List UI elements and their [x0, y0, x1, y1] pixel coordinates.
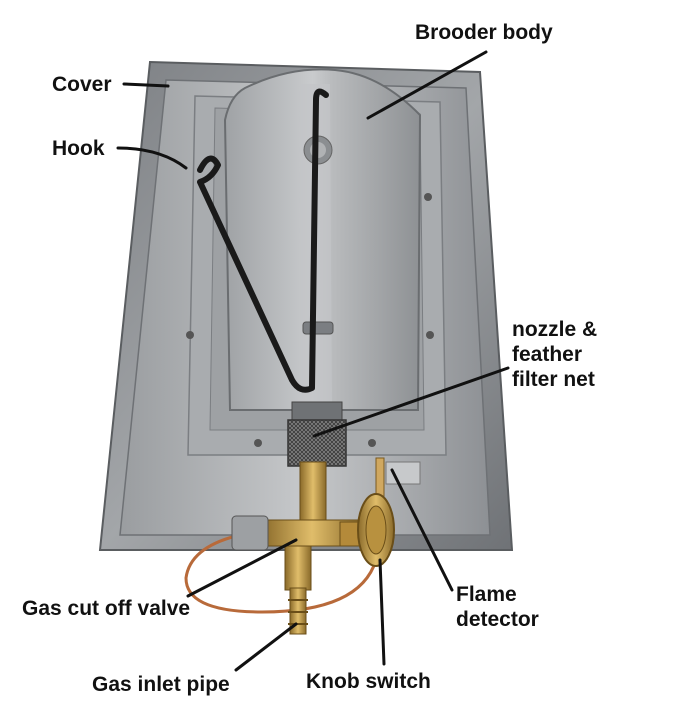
label-nozzle-filter-net: nozzle & feather filter net: [512, 318, 598, 391]
label-gas-cut-off-valve: Gas cut off valve: [22, 597, 191, 620]
hook: [197, 88, 329, 393]
leader-hook: [116, 146, 188, 170]
label-gas-inlet-pipe: Gas inlet pipe: [92, 673, 230, 696]
label-flame-detector: Flame detector: [456, 583, 539, 631]
leader-nozzle: [312, 366, 510, 438]
leader-flame-detector: [390, 468, 454, 592]
gas-inlet-pipe: [284, 545, 312, 635]
leader-knob-switch: [378, 558, 386, 666]
label-brooder-body: Brooder body: [415, 21, 553, 44]
leader-lines: [116, 50, 510, 672]
leader-brooder-body: [366, 50, 488, 120]
label-knob-switch: Knob switch: [306, 670, 431, 693]
leader-cover: [122, 82, 170, 88]
label-cover: Cover: [52, 73, 112, 96]
valve-assembly: [231, 461, 363, 551]
leader-gas-inlet-pipe: [234, 622, 298, 672]
copper-wire: [184, 519, 380, 614]
leader-gas-cut-off-valve: [186, 538, 298, 598]
label-hook: Hook: [52, 137, 105, 160]
knob-switch: [357, 493, 395, 567]
